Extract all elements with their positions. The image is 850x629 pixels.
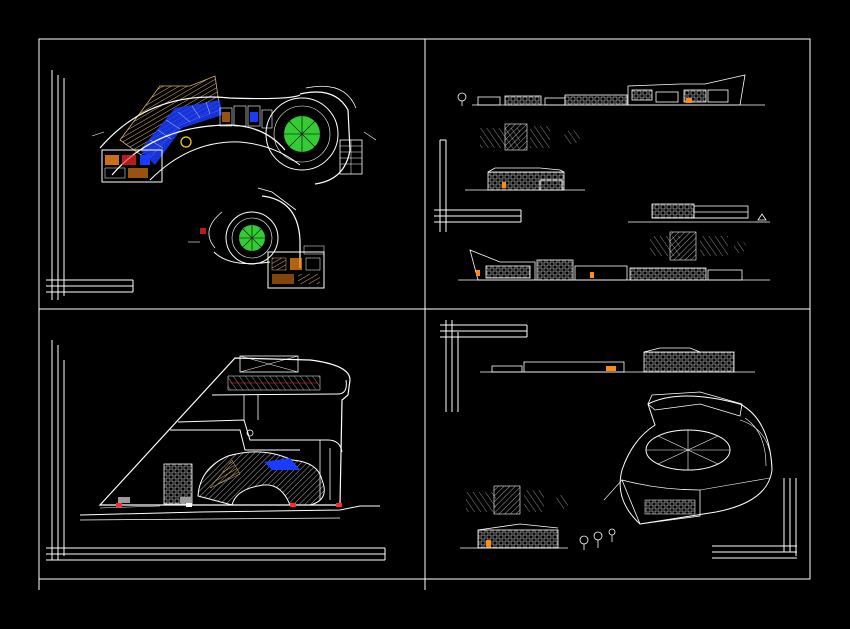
front-elevation	[458, 249, 770, 281]
small-elevation	[460, 523, 568, 549]
section-sketch-2	[650, 231, 746, 261]
title-rail	[434, 139, 522, 232]
side-elevation	[465, 167, 585, 191]
tree-icon	[579, 528, 616, 550]
title-rail	[46, 70, 134, 300]
long-elevation	[480, 347, 755, 373]
title-rail	[46, 340, 386, 561]
site-plan-panel[interactable]	[46, 340, 386, 561]
elevations-panel[interactable]	[434, 74, 770, 281]
site-plan	[79, 355, 380, 521]
section-sketch-3	[466, 485, 569, 515]
perspective-panel[interactable]	[440, 320, 797, 559]
rear-elevation	[628, 203, 770, 223]
floor-plans-panel[interactable]	[46, 70, 377, 300]
sheet-frame	[38, 38, 811, 590]
main-elevation	[472, 74, 765, 106]
upper-floor-plan	[188, 187, 325, 289]
title-rail	[440, 320, 797, 559]
building-perspective	[603, 391, 773, 525]
tree-icon	[457, 92, 467, 106]
crescent-floor-plan	[91, 75, 377, 185]
section-sketch-1	[480, 123, 580, 151]
